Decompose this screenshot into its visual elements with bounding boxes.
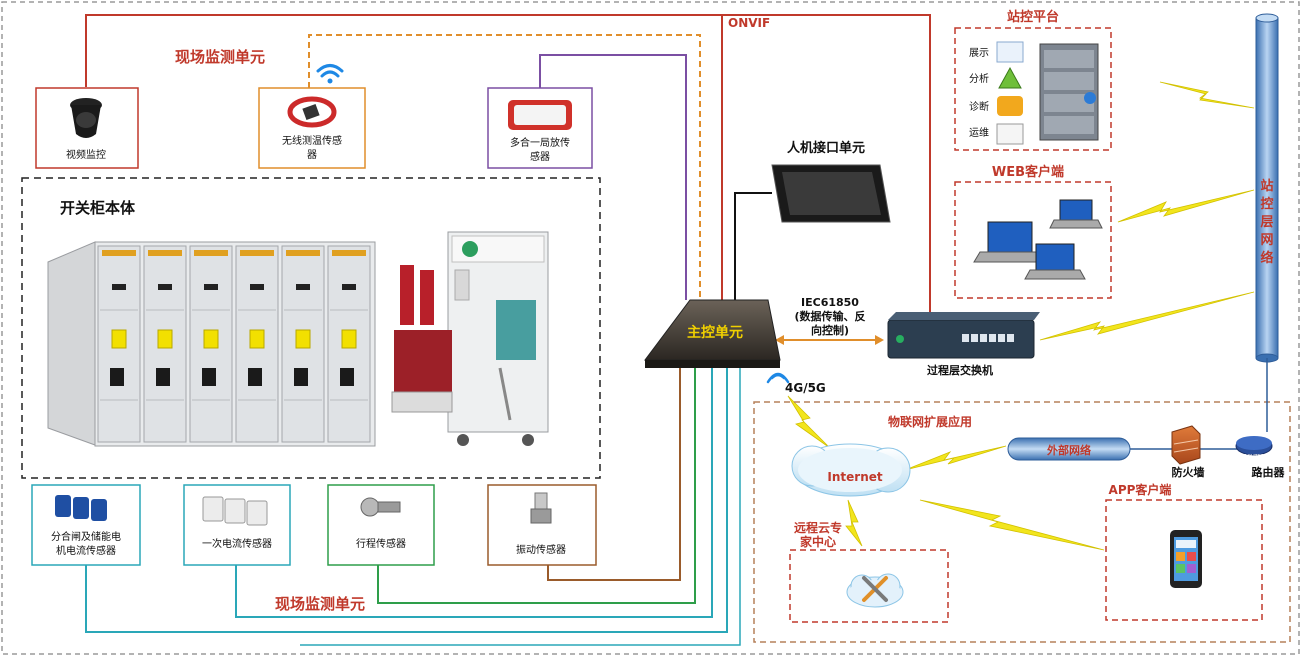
- station-platform: 站控平台 展示 分析 诊断 运维: [954, 9, 1112, 151]
- web-client-title: WEB客户端: [992, 164, 1064, 180]
- onvif-label: ONVIF: [728, 16, 770, 30]
- lightning-cellular: [787, 395, 831, 449]
- svg-text:控: 控: [1260, 196, 1273, 212]
- hmi-label: 人机接口单元: [787, 140, 865, 156]
- process-switch-label: 过程层交换机: [927, 363, 993, 377]
- router-icon: ROUTER: [1235, 436, 1273, 460]
- field-monitor-bottom-label: 现场监测单元: [275, 595, 365, 613]
- wire-hmi: [734, 192, 772, 310]
- iot-title: 物联网扩展应用: [888, 414, 972, 429]
- lightning-app: [919, 499, 1105, 551]
- field-monitor-top-label: 现场监测单元: [175, 48, 265, 66]
- cloud-tools-icon: [846, 573, 904, 608]
- wire-stroke: [377, 365, 696, 604]
- display-icon: [996, 41, 1024, 63]
- firewall-label: 防火墙: [1172, 465, 1205, 479]
- circuit-breaker-image: [391, 231, 549, 446]
- switchgear-body: 开关柜本体: [21, 177, 601, 479]
- remote-cloud-expert: 远程云专 家中心: [789, 520, 949, 623]
- wire-motor-current: [85, 365, 728, 633]
- sensor-stroke: 行程传感器: [327, 484, 435, 566]
- svg-text:站: 站: [1260, 178, 1273, 194]
- svg-text:机电流传感器: 机电流传感器: [56, 544, 116, 557]
- svg-text:层: 层: [1260, 215, 1273, 230]
- wireless-links: [787, 81, 1255, 551]
- sensor-wireless-temp: 无线测温传感 器: [258, 64, 366, 169]
- wire-video: [85, 14, 723, 300]
- temp-ring-icon: [287, 96, 337, 128]
- iec-label-1: IEC61850: [801, 296, 859, 309]
- sensor-video-label: 视频监控: [66, 148, 106, 161]
- svg-text:展示: 展示: [969, 47, 989, 59]
- analysis-icon: [998, 66, 1022, 89]
- wire-vibration: [547, 365, 681, 581]
- svg-text:分合闸及储能电: 分合闸及储能电: [51, 530, 121, 543]
- sensor-partial-discharge: 多合一局放传 感器: [487, 87, 593, 169]
- svg-text:振动传感器: 振动传感器: [516, 543, 566, 556]
- router-label: 路由器: [1252, 465, 1286, 479]
- lightning-platform: [1159, 81, 1255, 109]
- sensor-primary-current: 一次电流传感器: [183, 484, 291, 566]
- laptop-icon: [973, 199, 1103, 280]
- svg-text:器: 器: [307, 149, 317, 161]
- wire-onvif: [722, 14, 931, 330]
- internet-cloud: Internet: [791, 443, 911, 497]
- current-clamp-icon: [55, 495, 107, 521]
- sensor-motor-current: 分合闸及储能电 机电流传感器: [31, 484, 141, 566]
- ct-sensor-icon: [202, 496, 268, 526]
- iot-extension: 物联网扩展应用 Internet 外部网络 防火墙 ROUTER 路由器: [753, 358, 1291, 643]
- svg-text:感器: 感器: [530, 150, 550, 163]
- lightning-external: [904, 445, 1007, 471]
- hmi-panel: [771, 164, 891, 223]
- lightning-cloud: [845, 499, 863, 547]
- sensor-vibration: 振动传感器: [487, 484, 597, 566]
- stroke-sensor-icon: [360, 497, 401, 517]
- process-switch: 过程层交换机: [887, 312, 1040, 377]
- station-network-pipe: 站 控 层 网 络: [1255, 13, 1279, 363]
- main-controller: 主控单元: [644, 299, 781, 368]
- iec-label-2: (数据传输、反: [794, 309, 865, 323]
- svg-text:络: 络: [1260, 250, 1273, 266]
- wire-extra: [300, 365, 741, 646]
- cloud-expert-label-1: 远程云专: [794, 520, 842, 535]
- cabinet-array-image: [47, 241, 376, 447]
- vibration-sensor-icon: [530, 492, 552, 524]
- main-controller-label: 主控单元: [687, 324, 743, 341]
- cellular-label: 4G/5G: [785, 381, 826, 395]
- maintenance-icon: [996, 123, 1024, 145]
- station-platform-title: 站控平台: [1007, 9, 1059, 25]
- cellular-icon: [766, 372, 790, 384]
- svg-text:网: 网: [1260, 233, 1273, 248]
- svg-text:多合一局放传: 多合一局放传: [510, 136, 570, 149]
- lightning-switch: [1039, 291, 1255, 341]
- wire-primary-current: [235, 365, 713, 618]
- web-client: WEB客户端: [954, 164, 1112, 299]
- wifi-icon: [316, 64, 344, 78]
- cloud-expert-label-2: 家中心: [800, 534, 836, 549]
- svg-text:行程传感器: 行程传感器: [356, 537, 406, 550]
- server-rack-icon: [1039, 43, 1099, 141]
- app-client: APP客户端: [1105, 482, 1263, 621]
- svg-text:一次电流传感器: 一次电流传感器: [202, 537, 272, 550]
- wire-discharge: [539, 54, 687, 300]
- svg-text:分析: 分析: [969, 72, 989, 85]
- internet-label: Internet: [827, 470, 882, 484]
- diagnosis-icon: [997, 96, 1023, 116]
- svg-text:诊断: 诊断: [969, 100, 989, 113]
- external-network-pipe: 外部网络: [1007, 437, 1131, 461]
- svg-text:运维: 运维: [969, 126, 989, 139]
- iec-label-3: 向控制): [811, 323, 849, 337]
- sensor-video: 视频监控: [35, 87, 139, 169]
- app-client-title: APP客户端: [1109, 482, 1172, 497]
- firewall-icon: [1171, 425, 1201, 465]
- external-network-label: 外部网络: [1046, 443, 1091, 457]
- router-badge-text: ROUTER: [1244, 454, 1265, 460]
- switchgear-title: 开关柜本体: [60, 199, 136, 217]
- svg-text:无线测温传感: 无线测温传感: [282, 134, 342, 147]
- lightning-web: [1117, 189, 1255, 223]
